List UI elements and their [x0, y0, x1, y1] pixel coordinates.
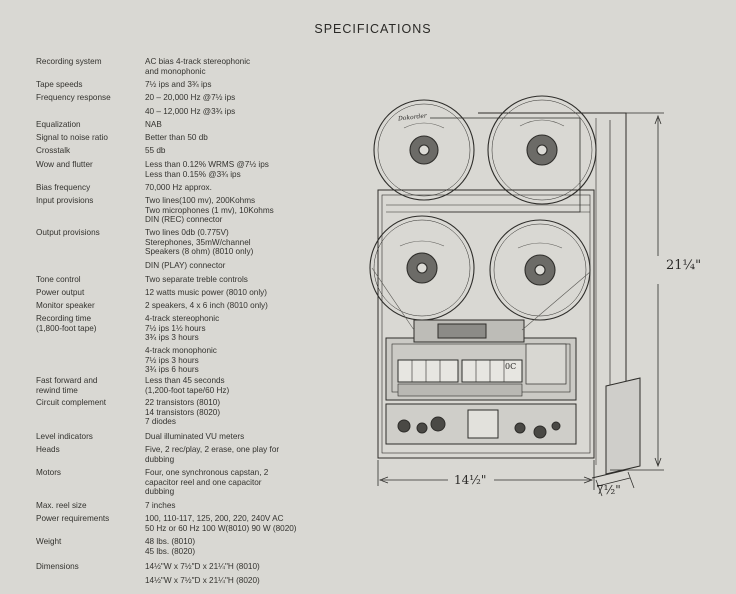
width-dimension-label: 14½" — [454, 473, 487, 487]
spec-value-output-provisions-din: DIN (PLAY) connector — [145, 261, 226, 270]
spec-value-fast-forward: Less than 45 seconds (1,200-foot tape/60… — [145, 376, 230, 395]
spec-label-motors: Motors — [36, 468, 62, 477]
spec-label-frequency-response: Frequency response — [36, 93, 111, 102]
spec-value-dimensions-8020: 14½"W x 7½"D x 21¼"H (8020) — [145, 576, 260, 585]
spec-label-signal-to-noise: Signal to noise ratio — [36, 133, 108, 142]
page-title: SPECIFICATIONS — [314, 22, 432, 36]
spec-value-circuit-complement: 22 transistors (8010) 14 transistors (80… — [145, 398, 221, 427]
spec-label-tone-control: Tone control — [36, 275, 81, 284]
spec-label-input-provisions: Input provisions — [36, 196, 94, 205]
spec-value-heads: Five, 2 rec/play, 2 erase, one play for … — [145, 445, 280, 464]
spec-value-monitor-speaker: 2 speakers, 4 x 6 inch (8010 only) — [145, 301, 268, 310]
spec-label-heads: Heads — [36, 445, 60, 454]
spec-value-bias-frequency: 70,000 Hz approx. — [145, 183, 212, 192]
spec-label-monitor-speaker: Monitor speaker — [36, 301, 95, 310]
spec-label-crosstalk: Crosstalk — [36, 146, 71, 155]
spec-value-recording-time-stereo: 4-track stereophonic 7½ ips 1½ hours 3¾ … — [145, 314, 220, 343]
spec-label-level-indicators: Level indicators — [36, 432, 93, 441]
spec-label-recording-time: Recording time (1,800-foot tape) — [36, 314, 97, 333]
spec-value-motors: Four, one synchronous capstan, 2 capacit… — [145, 468, 269, 497]
spec-label-max-reel-size: Max. reel size — [36, 501, 87, 510]
spec-value-equalization: NAB — [145, 120, 162, 129]
spec-value-signal-to-noise: Better than 50 db — [145, 133, 208, 142]
spec-label-equalization: Equalization — [36, 120, 81, 129]
spec-label-wow-flutter: Wow and flutter — [36, 160, 93, 169]
spec-value-wow-flutter: Less than 0.12% WRMS @7½ ips Less than 0… — [145, 160, 269, 179]
spec-label-bias-frequency: Bias frequency — [36, 183, 91, 192]
spec-label-circuit-complement: Circuit complement — [36, 398, 107, 407]
spec-value-recording-time-mono: 4-track monophonic 7½ ips 3 hours 3¾ ips… — [145, 346, 217, 375]
spec-label-dimensions: Dimensions — [36, 562, 79, 571]
spec-label-power-output: Power output — [36, 288, 85, 297]
spec-label-recording-system: Recording system — [36, 57, 102, 66]
spec-label-tape-speeds: Tape speeds — [36, 80, 83, 89]
depth-dimension-label: 7½" — [596, 483, 621, 497]
spec-value-frequency-response-2: 40 – 12,000 Hz @3¾ ips — [145, 107, 236, 116]
spec-value-dimensions-8010: 14½"W x 7½"D x 21¼"H (8010) — [145, 562, 260, 571]
spec-value-input-provisions: Two lines(100 mv), 200Kohms Two micropho… — [145, 196, 274, 225]
spec-label-output-provisions: Output provisions — [36, 228, 100, 237]
spec-value-tape-speeds: 7½ ips and 3¾ ips — [145, 80, 212, 89]
spec-value-power-requirements: 100, 110-117, 125, 200, 220, 240V AC 50 … — [145, 514, 297, 533]
spec-label-weight: Weight — [36, 537, 62, 546]
spec-value-level-indicators: Dual illuminated VU meters — [145, 432, 245, 441]
spec-value-output-provisions: Two lines 0db (0.775V) Sterephones, 35mW… — [145, 228, 254, 257]
spec-label-fast-forward: Fast forward and rewind time — [36, 376, 98, 395]
spec-value-frequency-response: 20 – 20,000 Hz @7½ ips — [145, 93, 236, 102]
counter-readout: 0C — [505, 362, 517, 371]
spec-value-max-reel-size: 7 inches — [145, 501, 176, 510]
spec-value-weight: 48 lbs. (8010) 45 lbs. (8020) — [145, 537, 196, 556]
spec-value-recording-system: AC bias 4-track stereophonic and monopho… — [145, 57, 251, 76]
height-dimension-label: 21¼" — [666, 258, 702, 273]
spec-value-power-output: 12 watts music power (8010 only) — [145, 288, 267, 297]
spec-value-tone-control: Two separate treble controls — [145, 275, 248, 284]
spec-value-crosstalk: 55 db — [145, 146, 166, 155]
spec-label-power-requirements: Power requirements — [36, 514, 110, 523]
